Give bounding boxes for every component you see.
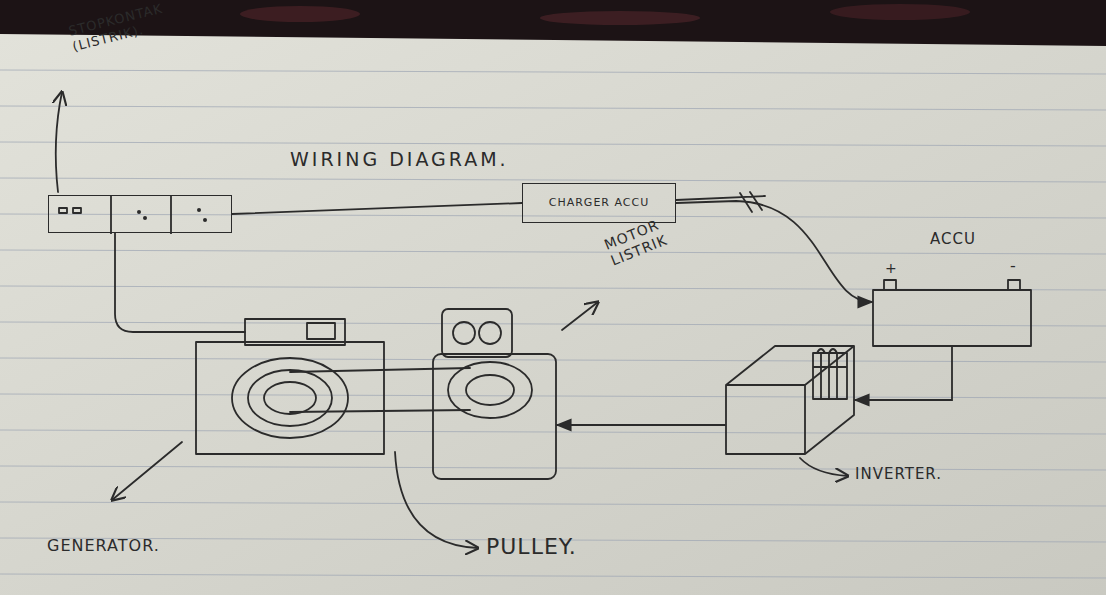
leader-arrow <box>800 458 848 476</box>
leader-arrow <box>112 442 182 500</box>
wire-connector <box>676 201 872 302</box>
pulley-belt <box>290 410 470 412</box>
wire-connector <box>855 347 952 400</box>
power-strip-outline <box>49 196 231 232</box>
generator-outline <box>195 318 385 455</box>
diagram-title: WIRING DIAGRAM. <box>290 148 509 171</box>
node-label: INVERTER. <box>855 465 942 483</box>
leader-arrow <box>56 92 62 192</box>
battery: ACCU+- <box>872 262 1032 347</box>
wire-connector <box>232 203 522 214</box>
leader-arrow <box>395 452 478 548</box>
wire-connector <box>557 424 725 426</box>
pulley-belt <box>290 368 470 372</box>
node-label: ACCU <box>930 230 976 248</box>
ruled-lines <box>0 70 1106 578</box>
generator: GENERATOR. <box>195 318 385 455</box>
terminal-mark: + <box>885 260 898 277</box>
power-strip: STOPKONTAK (LISTRIK). <box>48 195 232 233</box>
paper-sheet <box>0 34 1106 595</box>
part-label: PULLEY. <box>486 534 577 560</box>
node-label: STOPKONTAK (LISTRIK). <box>67 0 186 54</box>
terminal-mark: - <box>1010 256 1017 275</box>
node-label: MOTOR LISTRIK <box>602 201 707 270</box>
inverter: INVERTER. <box>725 345 855 455</box>
wire-connector <box>115 233 245 332</box>
node-label: CHARGER ACCU <box>523 196 675 209</box>
inverter-outline <box>725 345 855 455</box>
electric-motor: MOTOR LISTRIK <box>432 308 557 480</box>
electric-motor-outline <box>432 308 557 480</box>
leader-arrow <box>562 302 598 330</box>
node-label: GENERATOR. <box>47 536 160 555</box>
